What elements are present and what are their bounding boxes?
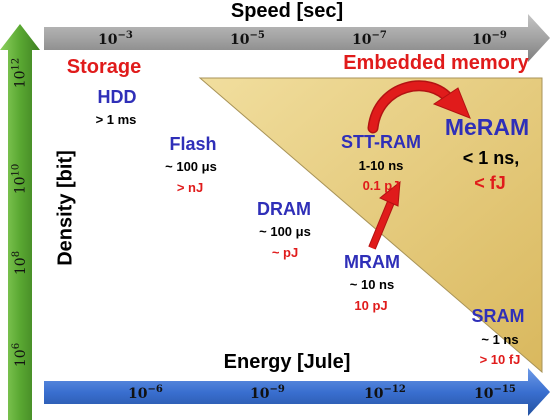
meram-energy: < fJ — [474, 173, 506, 193]
speed-axis-title: Speed [sec] — [230, 0, 344, 22]
density-tick-1: 1012 — [10, 57, 29, 89]
embedded-memory-label: Embedded memory — [343, 52, 529, 74]
density-tick-4: 106 — [11, 342, 30, 368]
speed-tick-1: 10−3 — [98, 30, 133, 48]
meram-name: MeRAM — [444, 114, 530, 140]
meram-speed: < 1 ns, — [462, 148, 520, 168]
speed-tick-2: 10−5 — [230, 30, 265, 48]
sttram-energy: 0.1 pJ — [362, 178, 400, 193]
flash-name: Flash — [169, 134, 217, 154]
mram-to-sttram-arrow — [368, 180, 401, 250]
dram-energy: ~ pJ — [271, 245, 299, 260]
flash-energy: > nJ — [176, 180, 204, 195]
sram-speed: ~ 1 ns — [481, 332, 519, 347]
energy-tick-1: 10−6 — [128, 384, 163, 402]
energy-tick-4: 10−15 — [474, 384, 516, 402]
hdd-speed: > 1 ms — [95, 112, 137, 127]
energy-tick-2: 10−9 — [250, 384, 285, 402]
energy-axis-title: Energy [Jule] — [223, 351, 351, 373]
dram-speed: ~ 100 μs — [259, 224, 311, 239]
speed-tick-3: 10−7 — [352, 30, 387, 48]
embedded-memory-region — [198, 77, 543, 374]
speed-tick-4: 10−9 — [472, 30, 507, 48]
sttram-to-meram-arrow — [367, 80, 471, 134]
mram-speed: ~ 10 ns — [349, 277, 395, 292]
hdd-name: HDD — [97, 87, 137, 107]
energy-tick-3: 10−12 — [364, 384, 406, 402]
flash-speed: ~ 100 μs — [165, 159, 217, 174]
energy-axis-arrow — [44, 368, 550, 416]
storage-label: Storage — [66, 56, 142, 78]
density-axis-arrow — [0, 24, 40, 420]
sttram-name: STT-RAM — [341, 132, 421, 152]
sram-energy: > 10 fJ — [479, 352, 521, 367]
speed-axis-arrow — [44, 14, 550, 62]
sttram-speed: 1-10 ns — [358, 158, 404, 173]
mram-name: MRAM — [344, 252, 400, 272]
dram-name: DRAM — [257, 199, 311, 219]
sram-name: SRAM — [471, 306, 525, 326]
mram-energy: 10 pJ — [354, 298, 388, 313]
density-axis-title: Density [bit] — [54, 150, 77, 266]
density-tick-3: 108 — [11, 250, 30, 276]
density-tick-2: 1010 — [10, 163, 29, 195]
